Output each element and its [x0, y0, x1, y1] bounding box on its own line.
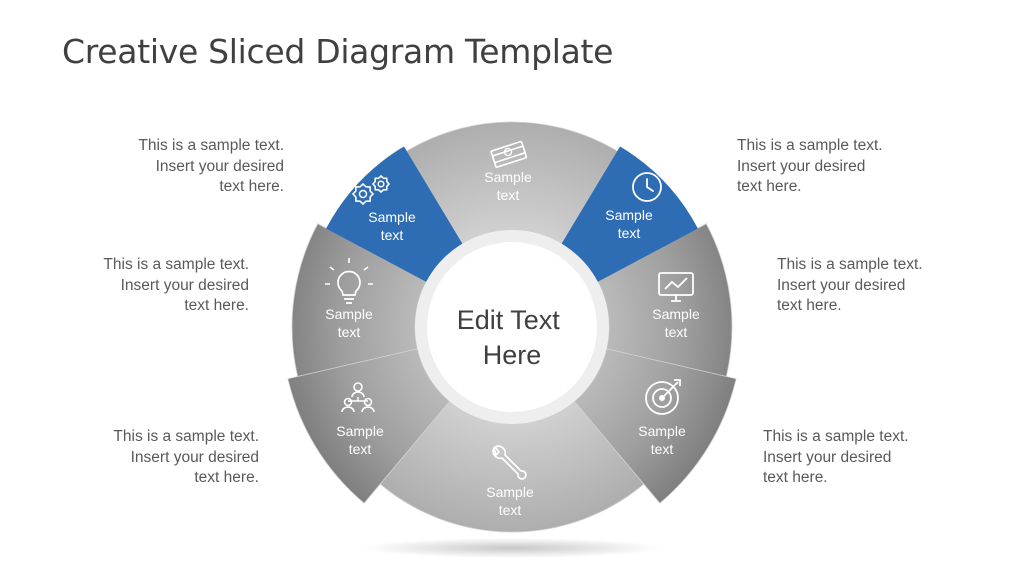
- center-text-line-1: Edit Text: [457, 305, 561, 335]
- segment-label-line: Sample: [336, 423, 384, 439]
- gears-icon: [351, 174, 391, 206]
- money-icon: [490, 140, 528, 168]
- segment-top-label: Sample text: [484, 169, 532, 203]
- description-bottom-right: This is a sample text. Insert your desir…: [763, 428, 909, 486]
- segment-top-left[interactable]: Sample text: [326, 146, 463, 283]
- team-icon: [341, 382, 375, 413]
- segment-left-lower-label: Sample text: [336, 423, 384, 457]
- diagram-shadow: [362, 538, 662, 558]
- segment-label-line: text: [338, 324, 361, 340]
- segment-label-line: Sample: [486, 484, 534, 500]
- segment-top-left-label: Sample text: [368, 209, 416, 243]
- center-text: Edit Text Here: [457, 305, 568, 370]
- center-text-line-2: Here: [483, 340, 542, 370]
- segment-label-line: Sample: [638, 423, 686, 439]
- segment-label-line: Sample: [652, 306, 700, 322]
- segment-top-right-shape[interactable]: [561, 146, 698, 283]
- target-icon: [645, 379, 681, 415]
- segment-label-line: Sample: [368, 209, 416, 225]
- description-middle-left: This is a sample text. Insert your desir…: [103, 256, 249, 314]
- segment-top-left-shape[interactable]: [326, 146, 463, 283]
- description-top-right: This is a sample text. Insert your desir…: [737, 137, 883, 195]
- segment-top[interactable]: Sample text: [405, 121, 619, 245]
- segment-right-upper-label: Sample text: [652, 306, 700, 340]
- description-bottom-left: This is a sample text. Insert your desir…: [113, 428, 259, 486]
- segment-label-line: text: [665, 324, 688, 340]
- wrench-icon: [492, 445, 527, 480]
- description-middle-right: This is a sample text. Insert your desir…: [777, 256, 923, 314]
- segment-left-upper[interactable]: Sample text: [291, 223, 427, 377]
- chart-monitor-icon: [658, 272, 694, 302]
- center-circle[interactable]: [427, 242, 597, 412]
- segment-label-line: Sample: [484, 169, 532, 185]
- segment-bottom-label: Sample text: [486, 484, 534, 518]
- segment-label-line: text: [497, 187, 520, 203]
- slide-title: Creative Sliced Diagram Template: [62, 32, 614, 71]
- clock-icon: [632, 172, 662, 202]
- segment-label-line: text: [499, 502, 522, 518]
- segment-label-line: text: [349, 441, 372, 457]
- segment-top-right-label: Sample text: [605, 207, 653, 241]
- segment-right-upper[interactable]: Sample text: [597, 223, 733, 377]
- segment-right-lower[interactable]: Sample text: [573, 348, 737, 504]
- segment-label-line: Sample: [325, 306, 373, 322]
- segment-right-lower-label: Sample text: [638, 423, 686, 457]
- segment-bottom[interactable]: Sample text: [379, 400, 645, 533]
- lightbulb-icon: [325, 258, 373, 304]
- segment-left-upper-label: Sample text: [325, 306, 373, 340]
- segment-label-line: text: [381, 227, 404, 243]
- segment-label-line: text: [618, 225, 641, 241]
- segment-label-line: Sample: [605, 207, 653, 223]
- segment-label-line: text: [651, 441, 674, 457]
- segment-top-right[interactable]: Sample text: [561, 146, 698, 283]
- description-top-left: This is a sample text. Insert your desir…: [138, 137, 284, 195]
